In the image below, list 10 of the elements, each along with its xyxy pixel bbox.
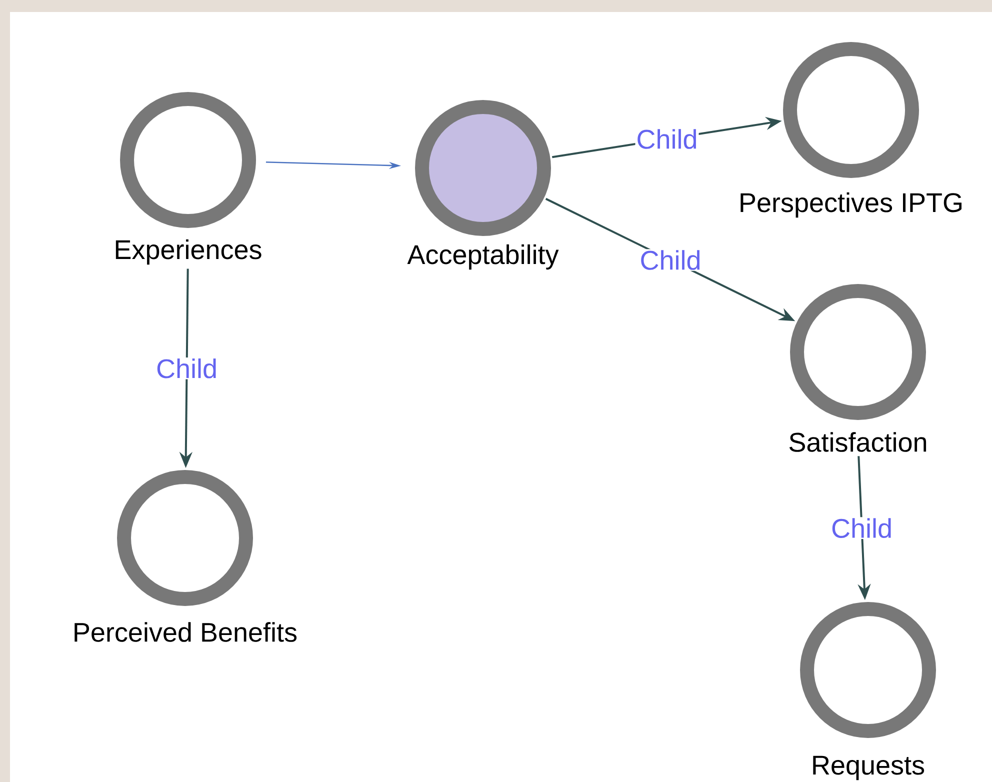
edge-label: Child <box>638 249 702 271</box>
edge-label: Child <box>155 357 219 380</box>
node-label: Perceived Benefits <box>74 622 297 642</box>
edge-label: Child <box>635 128 699 150</box>
node-label: Satisfaction <box>789 432 926 452</box>
node-label: Perspectives IPTG <box>740 192 962 218</box>
edge-label: Child <box>830 517 894 539</box>
node-label: Experiences <box>116 239 262 265</box>
node-label: Requests <box>813 756 924 780</box>
node-label: Acceptability <box>407 244 559 270</box>
